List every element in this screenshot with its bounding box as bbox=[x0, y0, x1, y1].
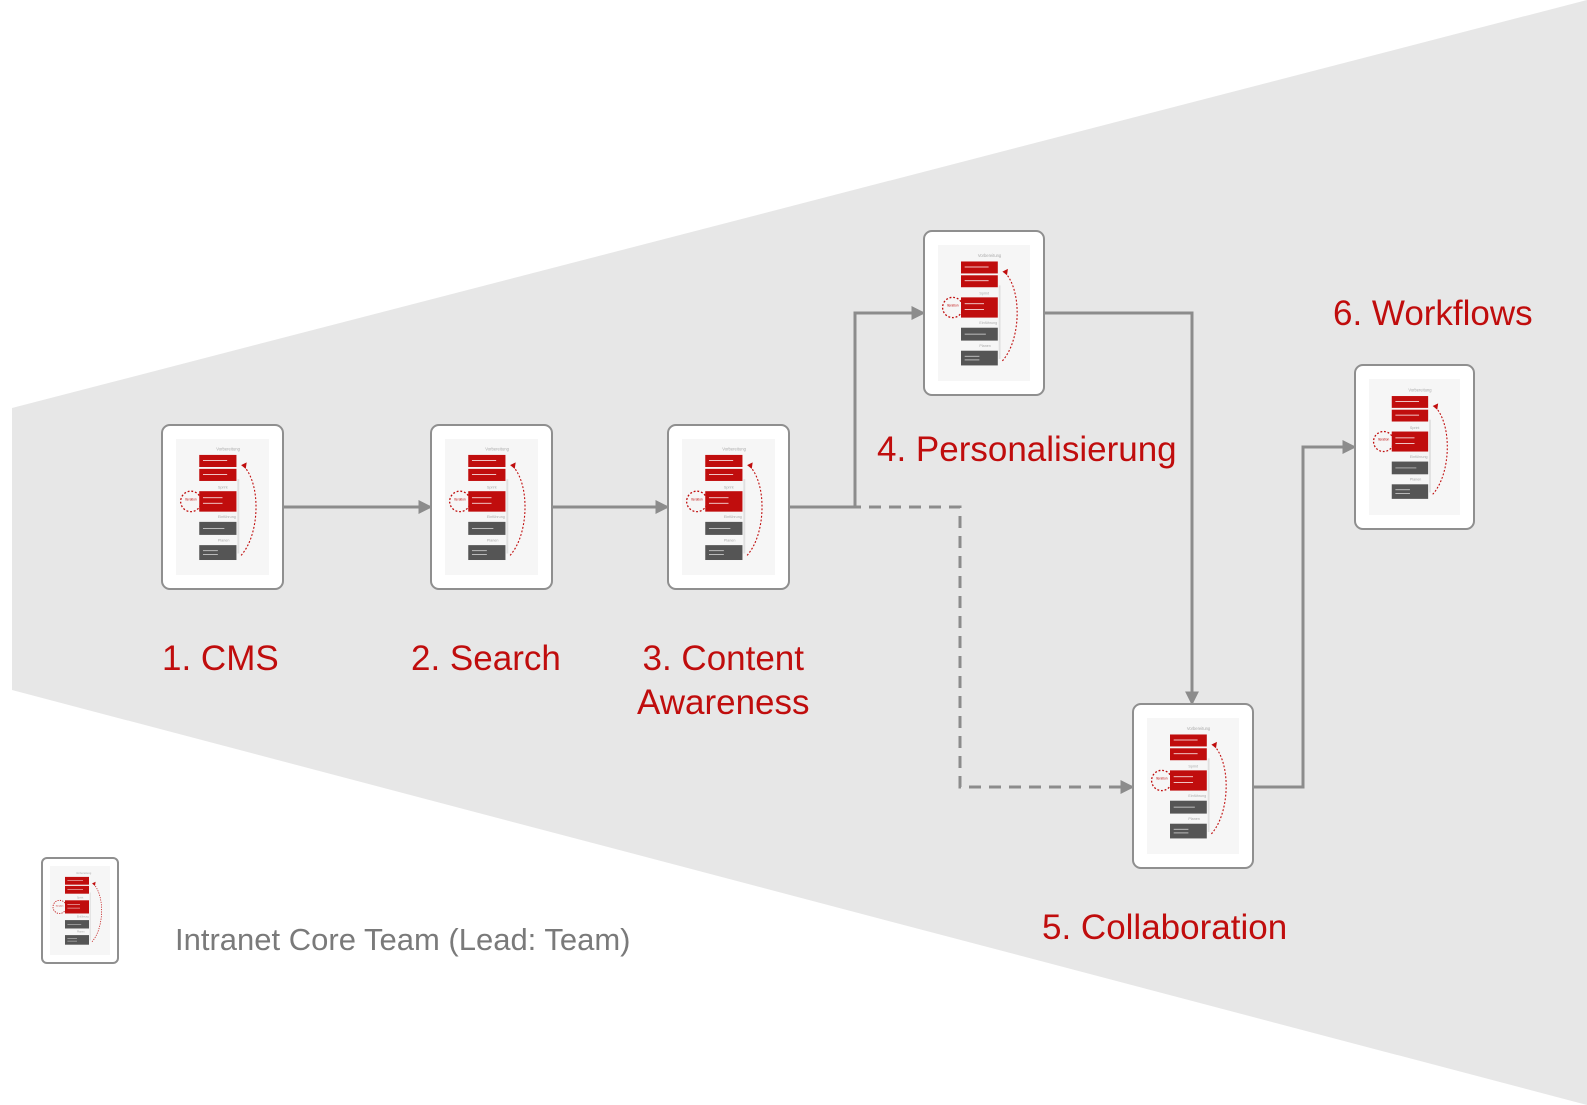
legend-label: Intranet Core Team (Lead: Team) bbox=[175, 922, 631, 957]
stage-label-workflows: 6. Workflows bbox=[1333, 292, 1533, 336]
stage-label-content-awareness: 3. Content Awareness bbox=[637, 637, 810, 725]
stage-label-line: Awareness bbox=[637, 683, 810, 722]
stage-label-line: 3. Content bbox=[642, 639, 805, 678]
stage-label-line: 5. Collaboration bbox=[1042, 908, 1288, 947]
stage-label-personalisierung: 4. Personalisierung bbox=[877, 428, 1177, 472]
connectors bbox=[284, 306, 1357, 794]
stage-card-search bbox=[430, 424, 553, 590]
connector-s4-s5 bbox=[1044, 311, 1199, 706]
stage-label-line: 4. Personalisierung bbox=[877, 430, 1177, 469]
connector-s5-s6 bbox=[1253, 440, 1357, 789]
connector-s3-s4 bbox=[789, 306, 926, 509]
stage-label-line: 1. CMS bbox=[162, 639, 279, 678]
stage-label-collaboration: 5. Collaboration bbox=[1042, 906, 1287, 950]
stage-label-line: 6. Workflows bbox=[1333, 294, 1533, 333]
legend-card bbox=[41, 857, 119, 964]
stage-label-cms: 1. CMS bbox=[162, 637, 279, 681]
stage-card-collaboration bbox=[1132, 703, 1254, 869]
stage-label-line: 2. Search bbox=[411, 639, 561, 678]
stage-card-workflows bbox=[1354, 364, 1475, 530]
stage-card-personalisierung bbox=[923, 230, 1045, 396]
stage-card-content-awareness bbox=[667, 424, 790, 590]
connector-s3-s5-dashed bbox=[789, 505, 1135, 794]
stage-label-search: 2. Search bbox=[411, 637, 561, 681]
stage-card-cms bbox=[161, 424, 284, 590]
